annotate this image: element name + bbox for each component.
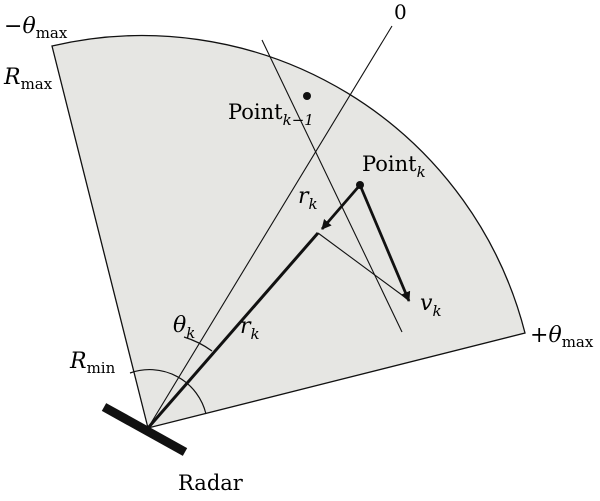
velocity-arrow-v-k	[358, 184, 411, 302]
r-min-arc	[129, 369, 207, 415]
label-theta-max-negative: −θmax	[4, 14, 68, 42]
field-of-view-sector	[51, 34, 526, 429]
label-radar: Radar	[178, 471, 244, 495]
point-k-marker	[356, 181, 364, 189]
label-r-k-upper: rk	[298, 184, 318, 213]
zero-bearing-line	[147, 25, 393, 429]
point-k-minus-1-marker	[303, 92, 311, 100]
label-point-k-minus-1: Pointk−1	[228, 100, 314, 129]
trajectory-line	[261, 39, 403, 333]
theta-k-arc	[183, 336, 213, 352]
label-point-k: Pointk	[362, 152, 426, 181]
label-r-max: Rmax	[3, 65, 53, 93]
range-line-r-k	[146, 232, 320, 429]
label-zero: 0	[394, 0, 407, 24]
label-theta-max-positive: +θmax	[530, 323, 594, 351]
label-theta-k: θk	[173, 313, 195, 342]
radar-antenna	[101, 403, 188, 456]
label-r-k-lower: rk	[240, 314, 260, 343]
r-k-arrow	[320, 184, 362, 230]
label-v-k: vk	[420, 291, 442, 320]
label-r-min: Rmin	[69, 349, 116, 377]
projection-line	[317, 232, 407, 299]
